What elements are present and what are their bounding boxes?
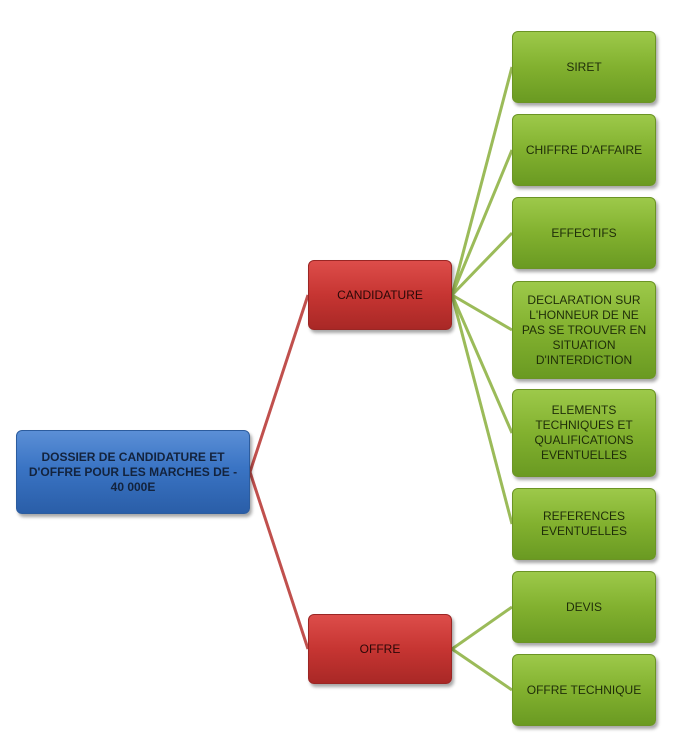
leaf-node-offre-technique-label: OFFRE TECHNIQUE <box>526 682 642 697</box>
connector-candidature-elements <box>450 294 514 434</box>
root-connectors <box>248 294 310 650</box>
connector-root-candidature <box>248 294 310 473</box>
branch-node-candidature-label: CANDIDATURE <box>337 287 423 302</box>
leaf-node-declaration-label: DECLARATION SUR L'HONNEUR DE NE PAS SE T… <box>521 292 647 367</box>
leaf-node-references: REFERENCES EVENTUELLES <box>512 488 656 560</box>
candidature-connectors <box>450 66 514 525</box>
branch-node-candidature: CANDIDATURE <box>308 260 452 330</box>
leaf-node-devis-label: DEVIS <box>565 599 602 614</box>
connector-offre-devis <box>451 605 513 651</box>
leaf-node-devis: DEVIS <box>512 571 656 643</box>
connector-candidature-effectifs <box>450 231 514 297</box>
connector-candidature-siret <box>450 66 514 296</box>
leaf-node-declaration: DECLARATION SUR L'HONNEUR DE NE PAS SE T… <box>512 281 656 379</box>
root-node-label: DOSSIER DE CANDIDATURE ET D'OFFRE POUR L… <box>28 449 238 494</box>
connector-candidature-declaration <box>451 293 513 332</box>
connector-candidature-references <box>450 294 514 525</box>
branch-node-offre: OFFRE <box>308 614 452 684</box>
leaf-node-elements-techniques: ELEMENTS TECHNIQUES ET QUALIFICATIONS EV… <box>512 389 656 477</box>
connector-offre-technique <box>451 647 513 692</box>
root-node: DOSSIER DE CANDIDATURE ET D'OFFRE POUR L… <box>16 430 250 514</box>
leaf-node-offre-technique: OFFRE TECHNIQUE <box>512 654 656 726</box>
connector-root-offre <box>248 471 310 650</box>
leaf-node-references-label: REFERENCES EVENTUELLES <box>540 509 628 538</box>
branch-node-offre-label: OFFRE <box>359 641 401 656</box>
leaf-node-siret-label: SIRET <box>566 59 602 74</box>
offre-connectors <box>451 605 513 692</box>
leaf-node-chiffre-affaire-label: CHIFFRE D'AFFAIRE <box>525 142 643 157</box>
leaf-node-siret: SIRET <box>512 31 656 103</box>
leaf-node-elements-techniques-label: ELEMENTS TECHNIQUES ET QUALIFICATIONS EV… <box>534 403 634 462</box>
leaf-node-chiffre-affaire: CHIFFRE D'AFFAIRE <box>512 114 656 186</box>
leaf-node-effectifs-label: EFFECTIFS <box>551 225 617 240</box>
connector-candidature-chiffre <box>450 149 514 296</box>
leaf-node-effectifs: EFFECTIFS <box>512 197 656 269</box>
